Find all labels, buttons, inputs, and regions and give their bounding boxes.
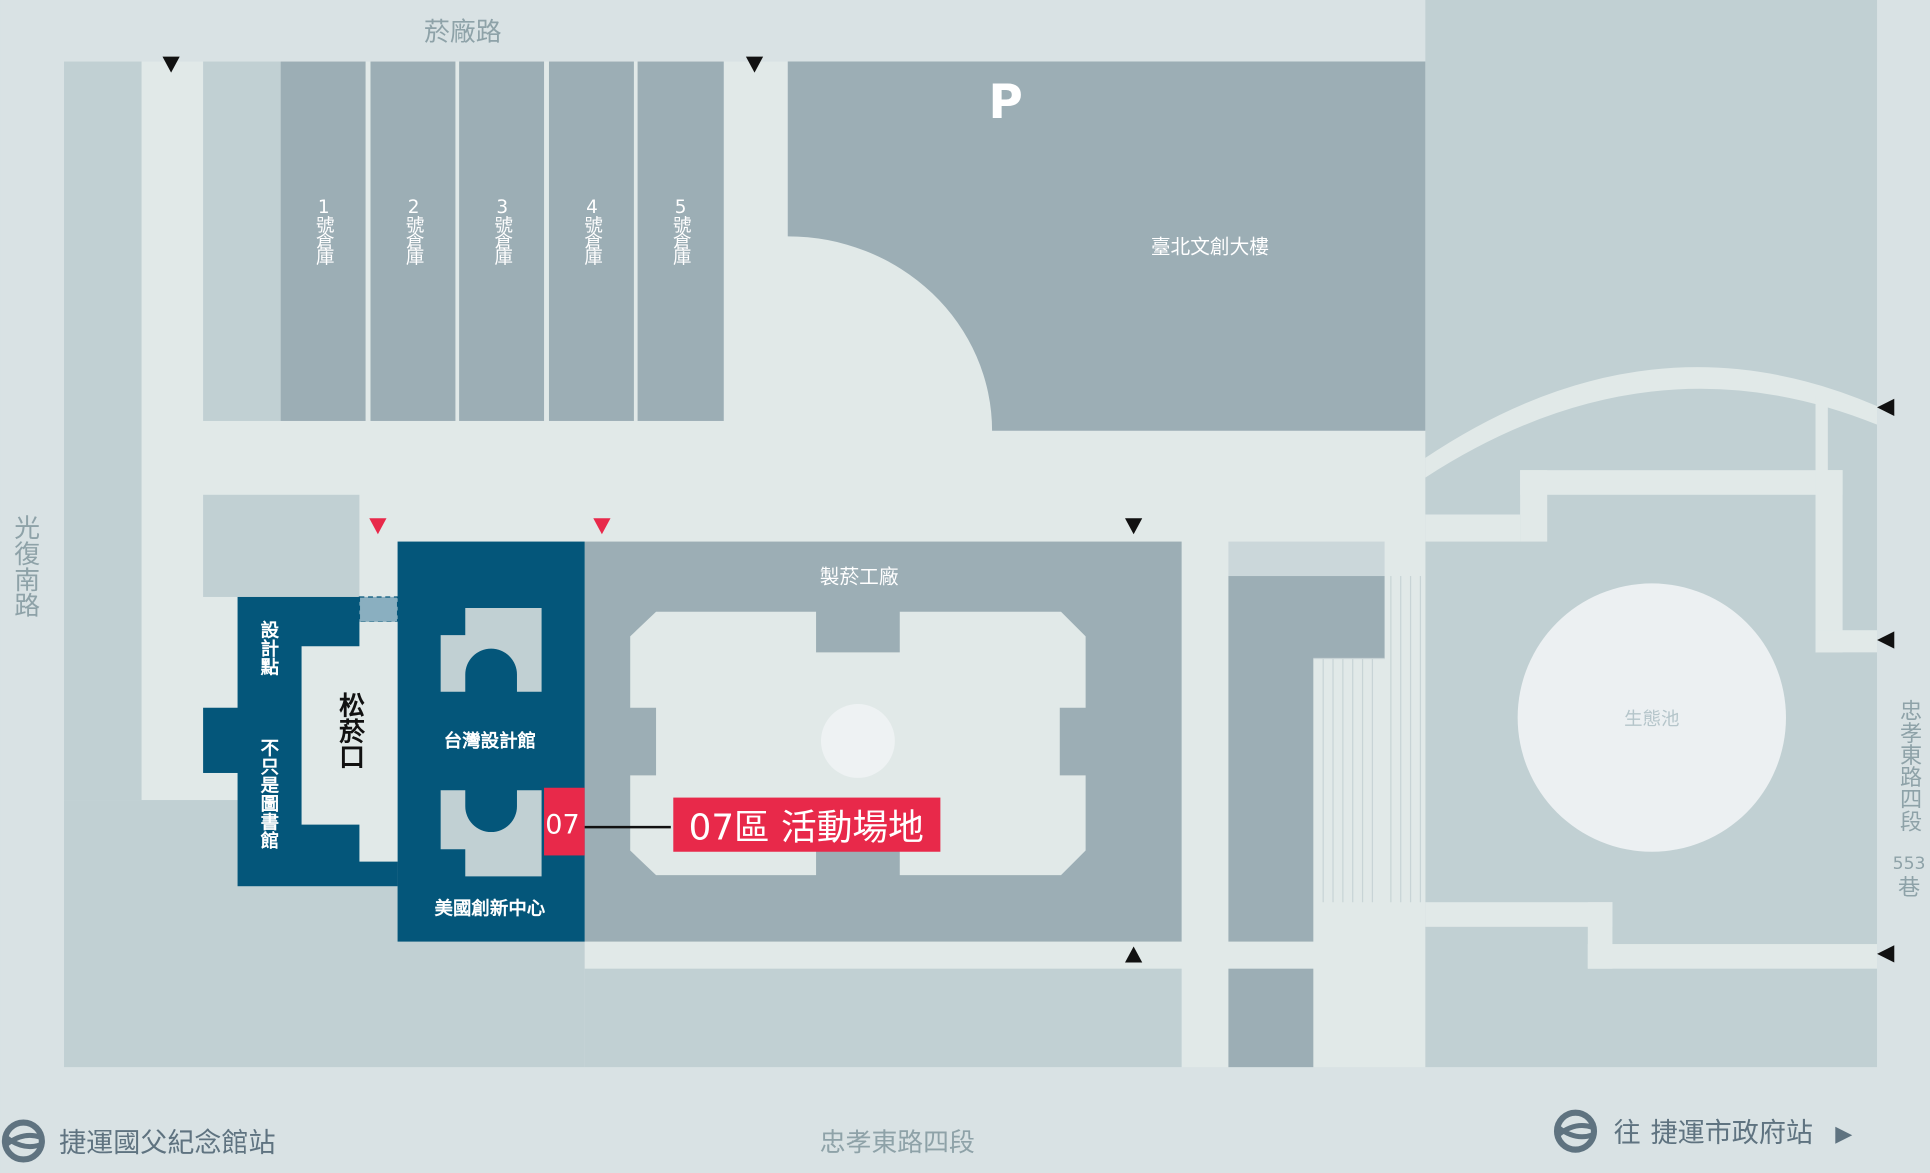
venue-callout-label: 07區 活動場地 bbox=[689, 807, 924, 848]
arrow-down-red-icon bbox=[593, 518, 611, 535]
warehouse-2[interactable] bbox=[370, 61, 456, 421]
warehouses bbox=[280, 61, 724, 421]
road-top-label: 菸廠路 bbox=[424, 18, 502, 48]
arrow-down-icon bbox=[745, 56, 764, 73]
arrow-left-icon bbox=[1877, 631, 1895, 649]
north-courtyard bbox=[440, 608, 542, 692]
east-block-lower bbox=[1228, 658, 1314, 942]
warehouse-5[interactable] bbox=[637, 61, 724, 421]
parking-label: P bbox=[988, 76, 1022, 130]
warehouse-4[interactable] bbox=[548, 61, 634, 421]
mrt-left-station[interactable]: 捷運國父紀念館站 bbox=[59, 1128, 276, 1159]
south-courtyard bbox=[440, 790, 542, 877]
warehouse-5-label: 5號倉庫 bbox=[670, 197, 691, 266]
path-segment bbox=[1587, 944, 1878, 969]
pond-label: 生態池 bbox=[1624, 709, 1679, 730]
arrow-left-icon bbox=[1877, 398, 1895, 417]
venue-07-code: 07 bbox=[545, 809, 579, 840]
road-right-number: 553 bbox=[1893, 854, 1926, 874]
mrt-logo-icon bbox=[1, 1119, 45, 1163]
road-right-suffix: 巷 bbox=[1898, 875, 1920, 901]
ecological-pond[interactable] bbox=[1517, 583, 1786, 852]
stairs bbox=[1313, 576, 1422, 903]
path-segment bbox=[1815, 470, 1843, 653]
warehouse-3[interactable] bbox=[459, 61, 545, 421]
mrt-right-station[interactable]: 捷運市政府站 bbox=[1651, 1118, 1813, 1149]
warehouse-1-label: 1號倉庫 bbox=[313, 197, 334, 266]
path-segment bbox=[1425, 514, 1521, 542]
arrow-down-icon bbox=[162, 56, 180, 73]
venue-callout[interactable] bbox=[673, 797, 941, 852]
mrt-right-prefix: 往 bbox=[1614, 1118, 1641, 1149]
south-grounds bbox=[584, 968, 1182, 1068]
arrow-up-icon bbox=[1125, 946, 1143, 963]
warehouse-2-label: 2號倉庫 bbox=[403, 197, 424, 266]
canopy bbox=[1228, 541, 1385, 577]
road-left-label: 光復南路 bbox=[10, 514, 40, 618]
venue-07-area[interactable] bbox=[544, 787, 585, 856]
warehouse-3-label: 3號倉庫 bbox=[492, 197, 513, 266]
path-segment bbox=[1815, 630, 1878, 653]
innovation-center-label: 美國創新中心 bbox=[435, 898, 546, 920]
east-block bbox=[1228, 576, 1385, 659]
path-segment bbox=[1520, 470, 1548, 542]
curved-path bbox=[1425, 367, 1878, 478]
path-segment bbox=[1520, 470, 1843, 495]
mrt-logo-icon bbox=[1553, 1109, 1598, 1153]
courtyard-circle bbox=[820, 704, 895, 778]
play-arrow-icon: ▶ bbox=[1835, 1121, 1852, 1147]
warehouse-1[interactable] bbox=[280, 61, 366, 421]
road-right-label: 忠孝東路四段 bbox=[1896, 699, 1922, 832]
songyan-entrance-corridor bbox=[301, 621, 398, 862]
library-label: 不只是圖書館 bbox=[258, 739, 279, 851]
arrow-down-red-icon bbox=[369, 518, 387, 535]
design-point-label: 設計點 bbox=[258, 620, 280, 677]
warehouse-4-label: 4號倉庫 bbox=[582, 197, 603, 266]
path-segment bbox=[1425, 902, 1613, 927]
road-bottom-label: 忠孝東路四段 bbox=[820, 1128, 975, 1158]
highlight-arrows bbox=[369, 518, 611, 535]
south-east-block bbox=[1228, 968, 1314, 1068]
factory-label: 製菸工廠 bbox=[820, 565, 899, 588]
tower-label: 臺北文創大樓 bbox=[1151, 236, 1269, 259]
covered-passage bbox=[358, 596, 399, 623]
taipei-cultural-tower[interactable] bbox=[787, 61, 1426, 431]
entrance-arrows bbox=[162, 56, 1895, 963]
north-west-block bbox=[203, 494, 360, 597]
west-grounds bbox=[64, 61, 142, 801]
warehouse-annex bbox=[203, 61, 281, 421]
arrow-down-icon bbox=[1125, 518, 1143, 535]
design-museum-label: 台灣設計館 bbox=[444, 730, 536, 752]
arrow-left-icon bbox=[1877, 945, 1895, 963]
entrance-label: 松菸口 bbox=[335, 691, 365, 769]
